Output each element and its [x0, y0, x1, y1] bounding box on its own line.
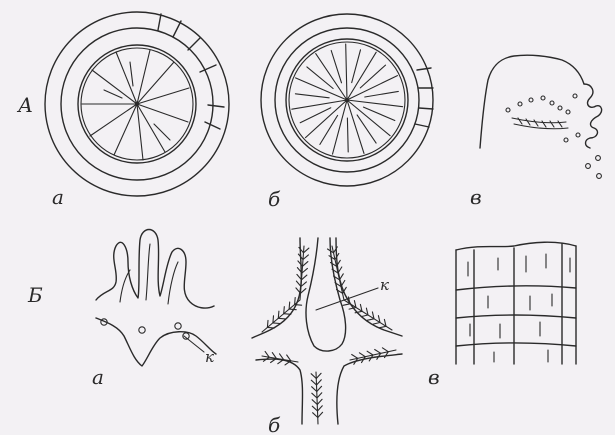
cell-dots	[506, 94, 601, 178]
lower-right-wall	[337, 354, 402, 424]
pith-dot	[135, 102, 139, 106]
cell-dots	[101, 319, 189, 339]
callout-k-left: к	[205, 348, 214, 366]
panel-top-v-fragment	[480, 55, 602, 178]
panel-label-bottom-a: а	[92, 365, 104, 389]
pointer-k-left	[184, 336, 204, 352]
panel-label-top-v: в	[470, 185, 482, 209]
gland-outline-bottom	[96, 318, 216, 366]
row-label-a: А	[16, 93, 33, 117]
pith-dot	[345, 98, 349, 102]
wavy-edge	[584, 84, 602, 148]
panel-top-b-section	[261, 14, 433, 186]
row-label-b: Б	[27, 283, 43, 307]
panel-label-bottom-b: б	[268, 413, 281, 435]
cavity-outline	[306, 238, 346, 351]
panel-bottom-b-duct	[252, 238, 402, 424]
panel-label-bottom-v: в	[428, 365, 440, 389]
pit-marks	[468, 254, 570, 362]
panel-top-a-section	[45, 12, 229, 196]
panel-bottom-a-gland	[96, 230, 216, 367]
bark-segment-lines	[158, 14, 224, 129]
panel-label-top-b: б	[268, 187, 281, 211]
hatching	[262, 246, 396, 424]
pointer-k-middle	[316, 288, 378, 310]
panel-bottom-v-cells	[456, 242, 576, 364]
gland-outline-top	[96, 230, 214, 309]
panel-label-top-a: а	[52, 185, 64, 209]
cells-top-edge	[456, 242, 576, 250]
callout-k-middle: к	[380, 276, 389, 294]
hatched-layer	[512, 118, 568, 129]
